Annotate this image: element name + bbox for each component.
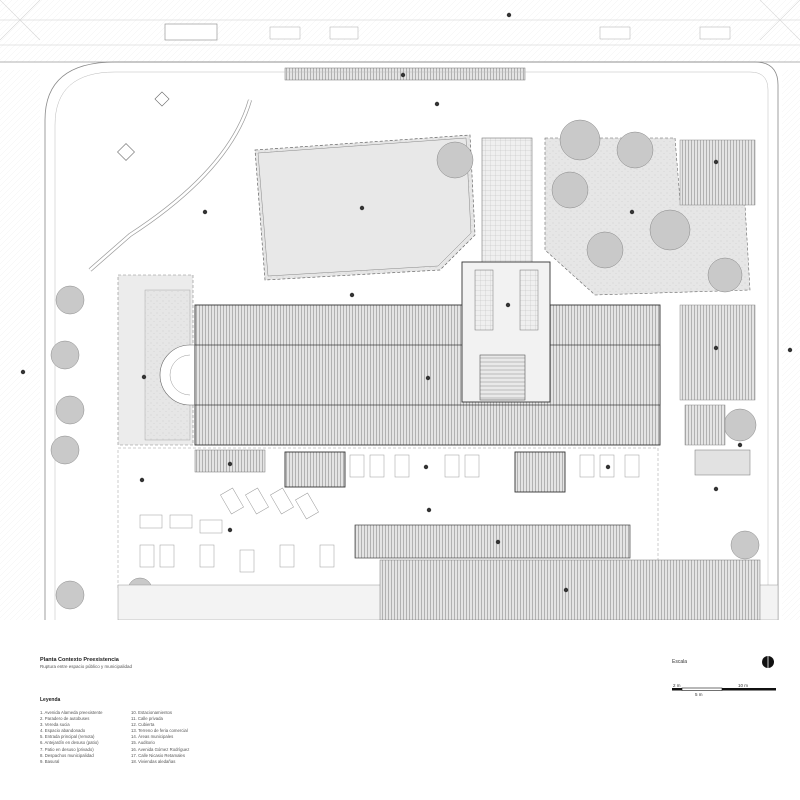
neighboring-housing (117, 559, 779, 621)
block-outline (44, 61, 779, 620)
scale-tick-mid: 5 m (695, 692, 703, 697)
legend-item: 17. Calle Nicasio Retamales (131, 752, 185, 758)
legend-item: 2. Paradero de autobuses (40, 716, 90, 722)
legend-item: 4. Espacio abandonado (40, 728, 86, 734)
right-parking-block (679, 139, 756, 476)
legend-markers (20, 12, 793, 593)
plan-title: Planta Contexto Preexistencia (40, 657, 119, 663)
legend-item: 3. Vereda sucia (40, 722, 70, 728)
scale-tick-end: 10 m (738, 683, 749, 688)
legend-heading: Leyenda (40, 697, 61, 703)
legend-item: 13. Terreno de feria comercial (131, 728, 188, 734)
legend-item: 6. Antejardín en desuso (patio) (40, 740, 99, 746)
bus-stop (284, 67, 526, 81)
legend-column-2: 10. Estacionamientos 11. Calle privada 1… (131, 710, 189, 765)
scale-label: Escala (672, 659, 688, 665)
legend-item: 11. Calle privada (131, 716, 163, 722)
north-arrow-icon (762, 656, 774, 668)
legend-item: 8. Despachos municipalidad (40, 752, 94, 758)
site-plan-drawing (0, 0, 800, 640)
top-avenue (0, 0, 800, 63)
legend-item: 5. Entrada principal (remota) (40, 734, 95, 740)
legend-item: 18. Viviendas aledañas (131, 758, 176, 764)
commercial-fair-roof (354, 524, 631, 559)
scale-tick-start: 2 m (673, 683, 681, 688)
legend-item: 9. Basural (40, 758, 60, 764)
unused-private-patio (117, 274, 199, 446)
legend-item: 15. Auditorio (131, 740, 155, 746)
scale-bar (672, 687, 776, 691)
legend-item: 7. Patio en desuso (privado) (40, 746, 94, 752)
legend-item: 14. Áreas municipales (131, 734, 174, 740)
legend-item: 1. Avenida Alameda preexistente (40, 710, 103, 715)
bus (164, 23, 218, 41)
legend-column-1: 1. Avenida Alameda preexistente 2. Parad… (40, 710, 103, 765)
plan-subtitle: Ruptura entre espacio público y municipa… (40, 664, 133, 669)
legend-item: 10. Estacionamientos (131, 710, 173, 715)
municipal-building (194, 261, 661, 493)
legend-item: 16. Avenida Gómez Rodríguez (131, 746, 190, 752)
diagonal-walk (88, 99, 252, 272)
legend-item: 12. Cubierta (131, 722, 155, 728)
main-entrance-walk (481, 137, 533, 269)
